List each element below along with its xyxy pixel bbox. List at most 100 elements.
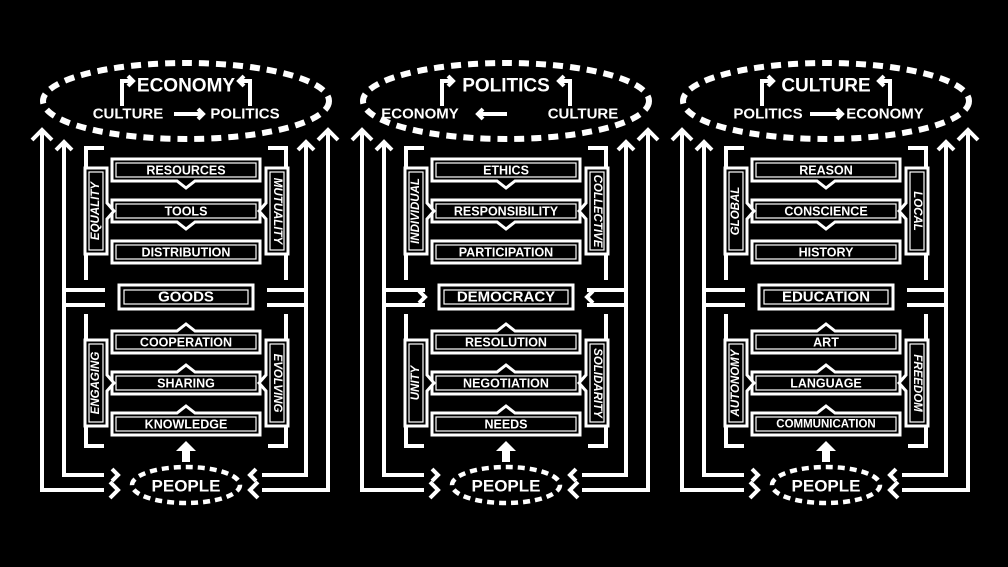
people-up-arrow-head [816, 441, 836, 451]
center-box-inner [123, 289, 249, 305]
outer-right-line [262, 130, 330, 492]
center-label: DEMOCRACY [457, 289, 555, 306]
lower-box-3-text: KNOWLEDGE [145, 418, 228, 432]
people-arrow-left-inner [110, 467, 121, 483]
side-lower-right-inner [269, 343, 285, 423]
lower-box-3-frame [750, 404, 902, 437]
inner-right-arrow [296, 139, 316, 152]
side-lower-left: UNITY [403, 338, 436, 428]
flow-arrow-head [835, 107, 845, 121]
side-lower-right-text: FREEDOM [911, 354, 923, 412]
center-label: GOODS [158, 289, 214, 306]
lower-box-2-inner [435, 375, 577, 391]
side-upper-left-frame [723, 166, 756, 256]
upper-box-1: REASON [750, 157, 902, 190]
side-upper-left-frame [83, 166, 116, 256]
lower-box-1: ART [750, 322, 902, 355]
side-upper-right: MUTUALITY [257, 166, 290, 256]
outer-left-arrow [30, 127, 54, 142]
upper-box-1: ETHICS [430, 157, 582, 190]
ellipse-left-label: CULTURE [93, 106, 164, 123]
outer-right-line [902, 130, 970, 492]
people-arrow-left-outer [108, 480, 121, 500]
lower-box-1-text: COOPERATION [140, 336, 232, 350]
lower-box-3: KNOWLEDGE [110, 404, 262, 437]
outer-left-arrow [350, 127, 374, 142]
side-upper-right-text: LOCAL [911, 191, 923, 231]
upper-box-2-text: TOOLS [165, 205, 208, 219]
bent-arrow-left [760, 79, 773, 106]
lower-box-2-inner [755, 375, 897, 391]
upper-box-3-inner [755, 244, 897, 260]
upper-box-3-text: DISTRIBUTION [142, 246, 231, 260]
lower-box-2-text: NEGOTIATION [463, 377, 549, 391]
side-upper-left-text: GLOBAL [730, 187, 742, 236]
upper-box-1-inner [115, 162, 257, 178]
lower-box-2-frame [110, 363, 262, 396]
bent-arrow-left [120, 79, 133, 106]
upper-box-2-frame [750, 198, 902, 231]
upper-box-3-text: PARTICIPATION [459, 246, 553, 260]
top-ellipse [680, 60, 972, 142]
inner-right-line [902, 142, 948, 477]
upper-box-3: HISTORY [750, 239, 902, 265]
side-lower-right: SOLIDARITY [577, 338, 610, 428]
people-ellipse [769, 464, 883, 506]
people-arrow-left-inner [430, 467, 441, 483]
top-label: CULTURE [781, 76, 870, 97]
center-box-inner [763, 289, 889, 305]
lower-box-3: NEEDS [430, 404, 582, 437]
lower-box-3-text: NEEDS [484, 418, 527, 432]
inner-right-line [262, 142, 308, 477]
upper-box-3-frame [430, 239, 582, 265]
inner-right-arrow [616, 139, 636, 152]
lower-box-3-inner [435, 416, 577, 432]
side-lower-left-frame [83, 338, 116, 428]
flow-arrow-head [196, 107, 206, 121]
lower-box-1-inner [755, 334, 897, 350]
top-label: POLITICS [462, 76, 550, 97]
people-arrow-left-inner [750, 467, 761, 483]
upper-box-3-frame [750, 239, 902, 265]
ellipse-right-label: CULTURE [548, 106, 619, 123]
upper-box-1-frame [430, 157, 582, 190]
center-box-frame [437, 283, 575, 311]
upper-box-2-frame [110, 198, 262, 231]
ellipse-right-label: ECONOMY [846, 106, 924, 123]
people-arrow-right-inner [887, 467, 898, 483]
center-box: EDUCATION [757, 283, 895, 311]
upper-box-3: PARTICIPATION [430, 239, 582, 265]
bent-arrow-right-head [556, 74, 566, 88]
center-arrow-right [584, 289, 595, 305]
people-up-arrow-shaft [822, 450, 830, 462]
people-label: PEOPLE [152, 477, 221, 496]
inner-left-arrow [694, 139, 714, 152]
side-lower-right-frame [577, 338, 610, 428]
inner-left-line [382, 142, 424, 477]
side-upper-right-text: COLLECTIVE [591, 175, 603, 248]
inner-left-arrow [54, 139, 74, 152]
side-lower-right-frame [257, 338, 290, 428]
bent-arrow-right [559, 79, 572, 106]
center-label: EDUCATION [782, 289, 870, 306]
lower-box-1-frame [750, 322, 902, 355]
top-label: ECONOMY [137, 76, 236, 97]
lower-box-3: COMMUNICATION [750, 404, 902, 437]
top-ellipse [360, 60, 652, 142]
side-upper-left-inner [728, 171, 744, 251]
side-lower-right-inner [589, 343, 605, 423]
side-lower-left: AUTONOMY [723, 338, 756, 428]
people-up-arrow-shaft [182, 450, 190, 462]
outer-left-line [360, 130, 424, 492]
side-upper-left-frame [403, 166, 436, 256]
lower-box-2-inner [115, 375, 257, 391]
side-lower-left-text: UNITY [410, 364, 422, 400]
center-box: GOODS [117, 283, 255, 311]
side-upper-right-inner [269, 171, 285, 251]
center-box-frame [117, 283, 255, 311]
side-upper-left-inner [408, 171, 424, 251]
side-upper-left: GLOBAL [723, 166, 756, 256]
